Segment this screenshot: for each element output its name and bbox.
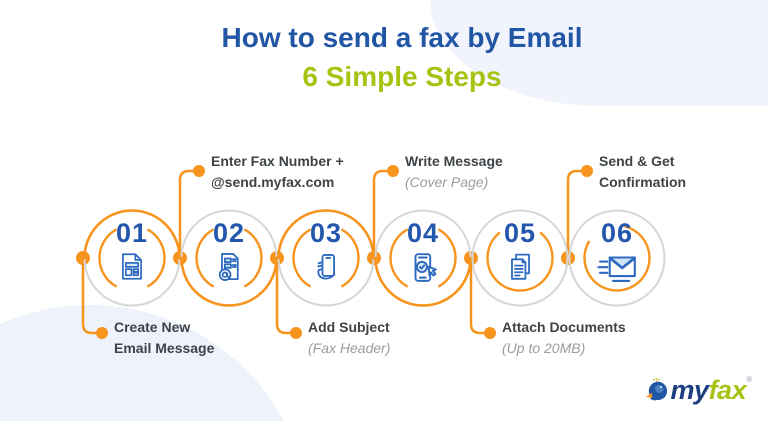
callout-sublabel: (Up to 20MB) (502, 340, 586, 356)
callout-sublabel: (Cover Page) (405, 174, 489, 190)
callout-label-step-02: Enter Fax Number + @send.myfax.com (211, 151, 344, 193)
attach-documents-icon (471, 250, 569, 289)
send-envelope-icon (568, 250, 666, 291)
step-ring (83, 209, 181, 307)
callout-label-step-03: Add Subject (Fax Header) (308, 317, 390, 359)
callout-label-step-05: Attach Documents (Up to 20MB) (502, 317, 626, 359)
callout-label-step-04: Write Message (Cover Page) (405, 151, 503, 193)
step-circle-05: 05 (471, 209, 569, 307)
callout-dot (193, 165, 205, 177)
step-ring (471, 209, 569, 307)
callout-dot (484, 327, 496, 339)
callout-text: Confirmation (599, 174, 687, 190)
callout-dot (387, 165, 399, 177)
callout-text: Send & Get (599, 153, 675, 169)
callout-text: Email Message (114, 340, 215, 356)
callout-text: Write Message (405, 153, 503, 169)
step-circle-03: 03 (277, 209, 375, 307)
brand-fax: fax (708, 375, 747, 405)
callout-text: @send.myfax.com (211, 174, 335, 190)
step-ring (568, 209, 666, 307)
callout-sublabel: (Fax Header) (308, 340, 391, 356)
page-subtitle: 6 Simple Steps (302, 61, 502, 92)
hand-holding-phone-icon (277, 250, 375, 289)
step-number: 05 (503, 218, 537, 248)
step-ring (277, 209, 375, 307)
callout-text: Attach Documents (502, 319, 626, 335)
step-circle-04: 04 (374, 209, 472, 307)
callout-text: Create New (114, 319, 191, 335)
page-title: How to send a fax by Email (221, 22, 583, 53)
step-number: 01 (115, 218, 149, 248)
callout-dot (290, 327, 302, 339)
step-circle-06: 06 (568, 209, 666, 307)
new-email-document-icon (83, 250, 181, 288)
callout-text: Enter Fax Number + (211, 153, 344, 169)
callout-dot (581, 165, 593, 177)
callout-text: Add Subject (308, 319, 390, 335)
header: How to send a fax by Email 6 Simple Step… (18, 18, 768, 96)
brand-my: my (670, 375, 710, 405)
hummingbird-icon (644, 376, 669, 407)
registered-mark: ® (746, 375, 752, 384)
fax-number-document-icon (180, 250, 278, 289)
step-number: 04 (406, 218, 440, 248)
step-number: 02 (212, 218, 246, 248)
step-number: 06 (600, 218, 634, 248)
step-ring (180, 209, 278, 307)
step-circle-01: 01 (83, 209, 181, 307)
step-circle-02: 02 (180, 209, 278, 307)
myfax-logo: my fax ® (644, 374, 752, 407)
step-number: 03 (309, 218, 343, 248)
step-ring (374, 209, 472, 307)
phone-write-message-icon (374, 250, 472, 291)
